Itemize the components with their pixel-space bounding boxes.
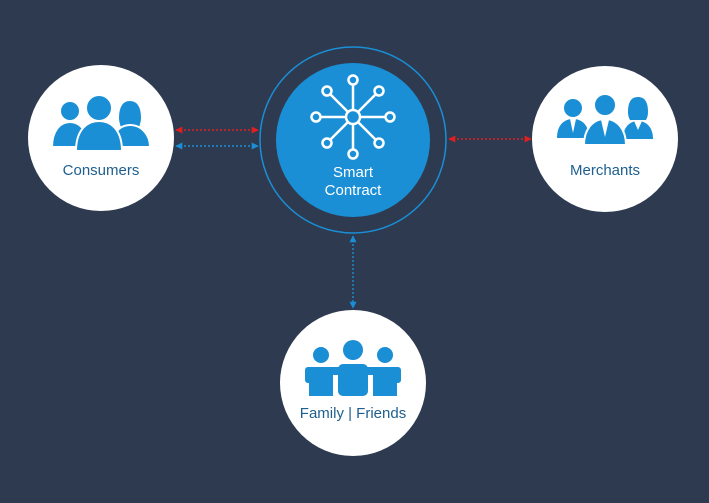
center-label-line1: Smart [333, 164, 374, 181]
merchants-group-icon [557, 93, 653, 146]
smart-contract-node: Smart Contract [259, 46, 447, 234]
family-friends-node: Family | Friends [280, 310, 426, 456]
merchants-node: Merchants [532, 66, 678, 212]
consumers-node: Consumers [28, 65, 174, 211]
merchants-label: Merchants [570, 162, 640, 179]
family-friends-label: Family | Friends [300, 405, 406, 422]
center-outer-ring [259, 46, 447, 234]
consumers-label: Consumers [63, 162, 140, 179]
consumers-group-icon [50, 94, 152, 152]
center-label-line2: Contract [325, 182, 383, 199]
network-hub-icon [310, 74, 396, 160]
family-friends-icon [305, 340, 401, 396]
